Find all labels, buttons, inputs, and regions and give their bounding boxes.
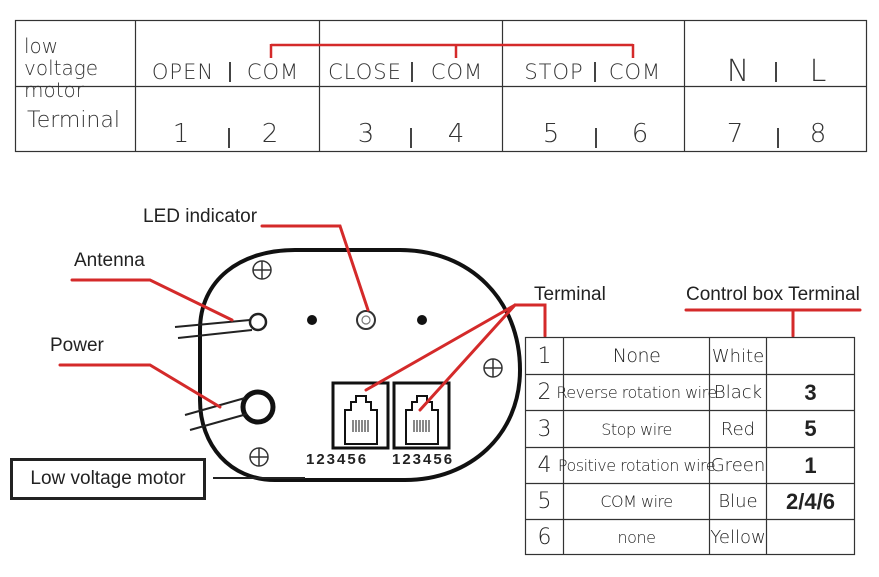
wire-table-cell-name: None — [612, 345, 661, 367]
screw-icon — [252, 260, 272, 280]
terminal-num-4: 4 — [447, 119, 465, 149]
wire-table-cell-color: Black — [713, 382, 763, 403]
terminal-label: Terminal — [534, 284, 606, 305]
led-label: LED indicator — [143, 206, 258, 227]
wire-table-cell-box: 2/4/6 — [786, 488, 835, 514]
wire-table-cell-num: 2 — [537, 380, 552, 405]
label-n: N — [726, 53, 750, 89]
label-open: OPEN — [151, 60, 215, 84]
wire-table-cell-box: 1 — [804, 452, 817, 478]
power-label: Power — [50, 335, 104, 356]
wire-table-cell-color: Green — [710, 455, 766, 476]
wire-table-cell-name: none — [617, 527, 656, 547]
divider-tick — [229, 62, 231, 82]
screw-icon — [483, 358, 503, 378]
wire-table-cell-name: Stop wire — [601, 419, 672, 439]
wire-table-cell-color: White — [711, 345, 765, 367]
com-bracket — [269, 43, 635, 58]
wire-table-cell-num: 4 — [537, 453, 552, 478]
wire-table-cell-box — [767, 520, 854, 554]
wire-table-cell-num: 3 — [537, 416, 552, 442]
wire-table-cell-color: Blue — [718, 491, 758, 512]
screw-icon — [249, 447, 269, 467]
rj-port-icon — [392, 381, 451, 450]
label-close: CLOSE — [328, 60, 402, 84]
divider-tick — [228, 128, 230, 148]
label-stop: STOP — [524, 60, 584, 84]
port-pins-right: 123456 — [392, 451, 455, 468]
divider-tick — [410, 128, 412, 148]
wire-table-cell-name: COM wire — [600, 492, 673, 511]
divider-tick — [594, 62, 596, 82]
divider-tick — [595, 128, 597, 148]
label-com-1: COM — [246, 60, 300, 84]
wire-table-cell-color: Red — [720, 418, 756, 440]
top-table-grid — [14, 19, 868, 153]
row-header-terminal: Terminal — [27, 108, 120, 133]
leader-lines — [58, 224, 862, 412]
row-header-motor: low voltage motor — [24, 34, 99, 102]
motor-label-box — [10, 458, 206, 500]
rj-port-icon — [331, 381, 390, 450]
terminal-num-5: 5 — [542, 119, 560, 149]
terminal-num-2: 2 — [261, 119, 279, 149]
label-com-3: COM — [608, 60, 662, 84]
terminal-num-1: 1 — [172, 119, 190, 149]
indicator-dot — [417, 315, 427, 325]
port-pins-left: 123456 — [306, 451, 369, 468]
divider-tick — [777, 128, 779, 148]
wire-table-cell-num: 1 — [537, 343, 552, 369]
wire-table-cell-name: Positive rotation wire — [557, 456, 716, 475]
terminal-num-8: 8 — [809, 119, 827, 149]
wire-table-cell-box: 3 — [804, 379, 817, 405]
wire-table-cell-num: 5 — [537, 489, 552, 514]
antenna-label: Antenna — [74, 250, 145, 271]
terminal-num-7: 7 — [726, 119, 744, 149]
divider-tick — [775, 62, 777, 82]
indicator-dot — [307, 315, 317, 325]
terminal-num-6: 6 — [631, 119, 649, 149]
wire-table-cell-num: 6 — [537, 524, 552, 550]
wire-table-cell-color: Yellow — [710, 526, 766, 548]
terminal-num-3: 3 — [357, 119, 375, 149]
antenna-port — [248, 312, 268, 332]
divider-tick — [411, 62, 413, 82]
motor-label: Low voltage motor — [30, 468, 186, 489]
control-box-label: Control box Terminal — [686, 284, 860, 305]
label-com-2: COM — [430, 60, 484, 84]
wire-table-cell-name: Reverse rotation wire — [556, 383, 717, 402]
wire-table-cell-box: 5 — [804, 416, 817, 441]
label-l: L — [809, 53, 827, 89]
power-port — [240, 389, 276, 425]
wire-table-cell-box — [767, 338, 854, 374]
motor-body — [198, 248, 523, 482]
